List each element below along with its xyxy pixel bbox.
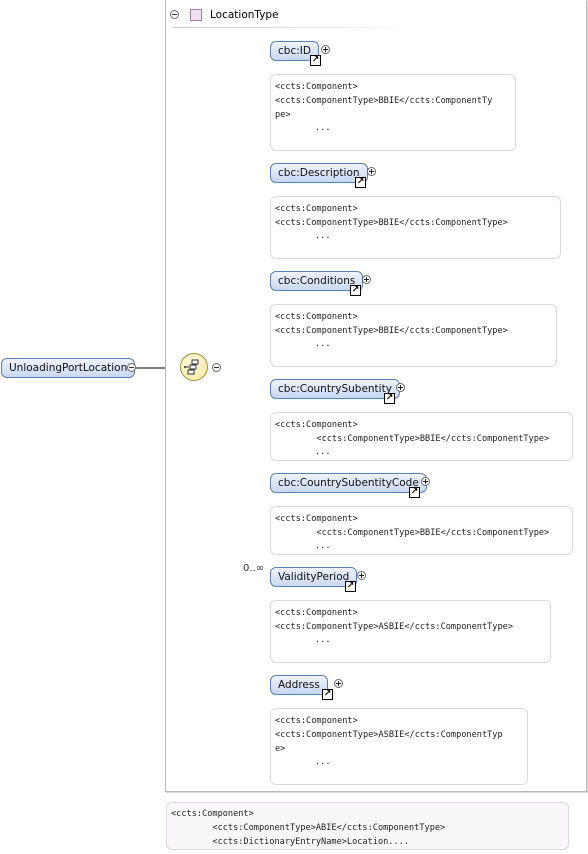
collapse-sequence-icon[interactable] [212, 363, 221, 372]
reference-arrow-icon: ↗ [310, 55, 321, 66]
reference-arrow-icon: ↗ [350, 285, 361, 296]
expand-icon[interactable] [334, 679, 343, 688]
element-cbc-conditions[interactable]: cbc:Conditions [270, 271, 364, 291]
documentation-box: <ccts:Component> <ccts:ComponentType>BBI… [270, 196, 561, 259]
root-element[interactable]: UnloadingPortLocation [1, 358, 136, 378]
expand-icon[interactable] [357, 571, 366, 580]
element-cbc-countrysubentity[interactable]: cbc:CountrySubentity [270, 379, 400, 399]
element-cbc-description[interactable]: cbc:Description [270, 163, 368, 183]
documentation-box: <ccts:Component> <ccts:ComponentType>ASB… [270, 708, 528, 785]
element-cbc-id[interactable]: cbc:ID [270, 41, 319, 61]
reference-arrow-icon: ↗ [384, 393, 395, 404]
expand-icon[interactable] [396, 383, 405, 392]
cardinality-label: 0..∞ [243, 563, 265, 574]
sequence-icon [184, 359, 199, 375]
element-address[interactable]: Address [270, 675, 328, 695]
element-cbc-countrysubentitycode[interactable]: cbc:CountrySubentityCode [270, 473, 427, 493]
type-name: LocationType [210, 9, 279, 21]
expand-icon[interactable] [321, 45, 330, 54]
reference-arrow-icon: ↗ [345, 581, 356, 592]
documentation-box: <ccts:Component> <ccts:ComponentType>BBI… [270, 412, 573, 461]
documentation-box: <ccts:Component> <ccts:ComponentType>BBI… [270, 74, 516, 151]
type-title-divider [172, 27, 422, 28]
reference-arrow-icon: ↗ [322, 689, 333, 700]
complex-type-icon [190, 9, 202, 21]
element-validityperiod[interactable]: ValidityPeriod [270, 567, 358, 587]
documentation-box: <ccts:Component> <ccts:ComponentType>BBI… [270, 506, 573, 555]
expand-icon[interactable] [421, 477, 430, 486]
documentation-box: <ccts:Component> <ccts:ComponentType>ASB… [270, 600, 551, 663]
root-documentation-box: <ccts:Component> <ccts:ComponentType>ABI… [166, 802, 569, 850]
reference-arrow-icon: ↗ [409, 487, 420, 498]
collapse-root-icon[interactable] [127, 363, 136, 372]
expand-icon[interactable] [362, 275, 371, 284]
reference-arrow-icon: ↗ [355, 177, 366, 188]
sequence-compositor[interactable] [180, 353, 208, 381]
expand-icon[interactable] [367, 167, 376, 176]
documentation-box: <ccts:Component> <ccts:ComponentType>BBI… [270, 304, 557, 367]
collapse-type-icon[interactable] [170, 10, 179, 19]
